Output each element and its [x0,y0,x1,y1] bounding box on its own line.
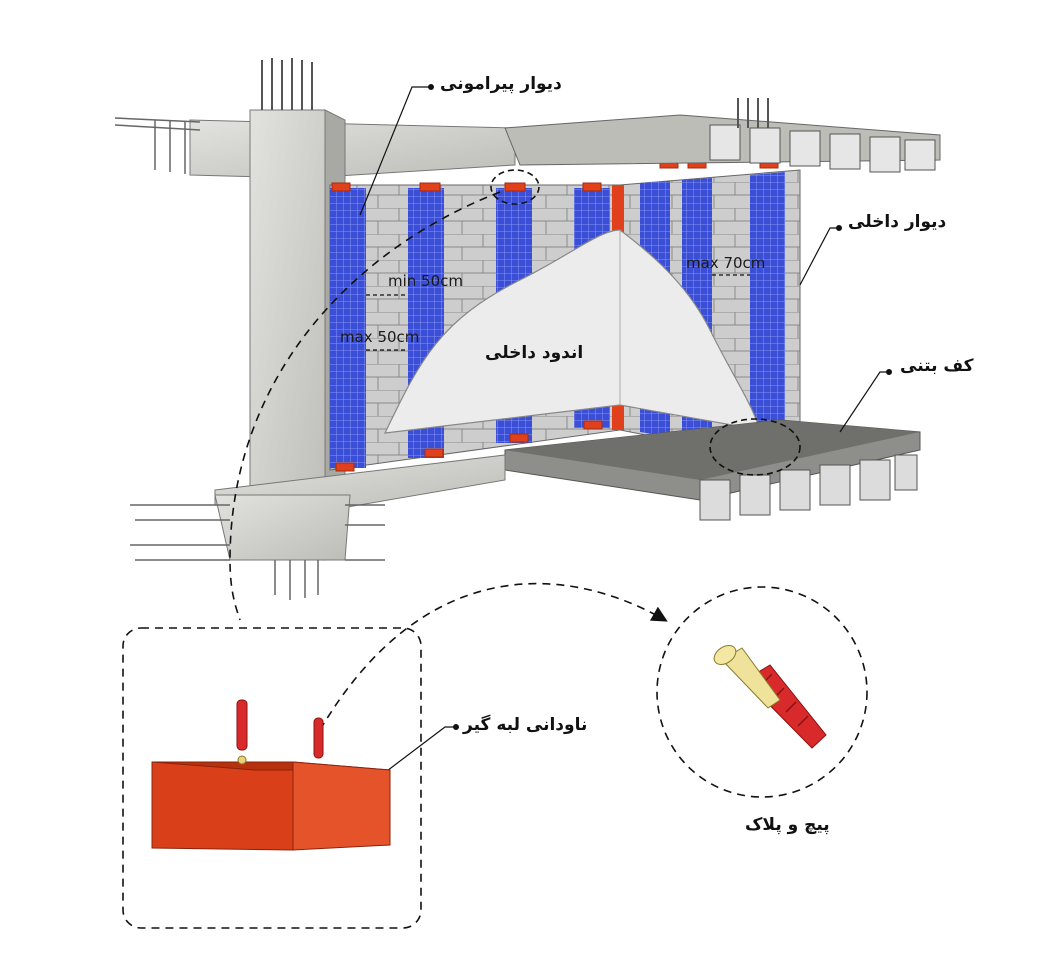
leader-lines [359,86,888,781]
perimeter-wall-label: دیوار پیرامونی [440,74,562,94]
interior-wall-label: دیوار داخلی [848,212,947,232]
slab-joists [699,454,918,521]
callout-circle-floor [709,418,801,476]
perimeter-wall-dot [428,84,434,90]
edge-channel-label: ناودانی لبه گیر [463,715,588,735]
column-rebar-top [261,58,313,110]
plug-icon-small-2 [313,717,324,759]
beam-rebar-left [114,117,201,174]
wall-plug-icon [713,644,827,749]
callout-arc-left [229,191,501,621]
column-base [214,494,351,561]
max-spacing-right-label: max 70cm [686,254,766,272]
plug-icon-small-1 [236,699,248,765]
concrete-slab-top [505,420,920,480]
screw-plug-label: پیچ و پلاک [745,815,830,835]
concrete-floor-label: کف بتنی [900,356,974,376]
dimension-lines [366,274,750,351]
beam-rebar-bottom [130,504,385,600]
concrete-floor-dot [886,369,892,375]
edge-channel-icon [151,761,391,851]
callout-arc-mid [319,582,668,731]
edge-clips-bottom [335,420,603,472]
interior-plaster-label: اندود داخلی [485,343,584,363]
min-spacing-label: min 50cm [388,272,463,290]
edge-channel-dot [453,724,459,730]
top-slab-joists [709,124,936,173]
column-rebar-right-top [737,98,769,128]
top-beam [189,119,516,179]
interior-wall-dot [836,225,842,231]
screw-detail-circle [656,586,868,798]
edge-clips-top [331,159,779,192]
callout-circle-top [490,169,540,205]
channel-detail-box [122,627,422,929]
max-spacing-left-label: max 50cm [340,328,420,346]
